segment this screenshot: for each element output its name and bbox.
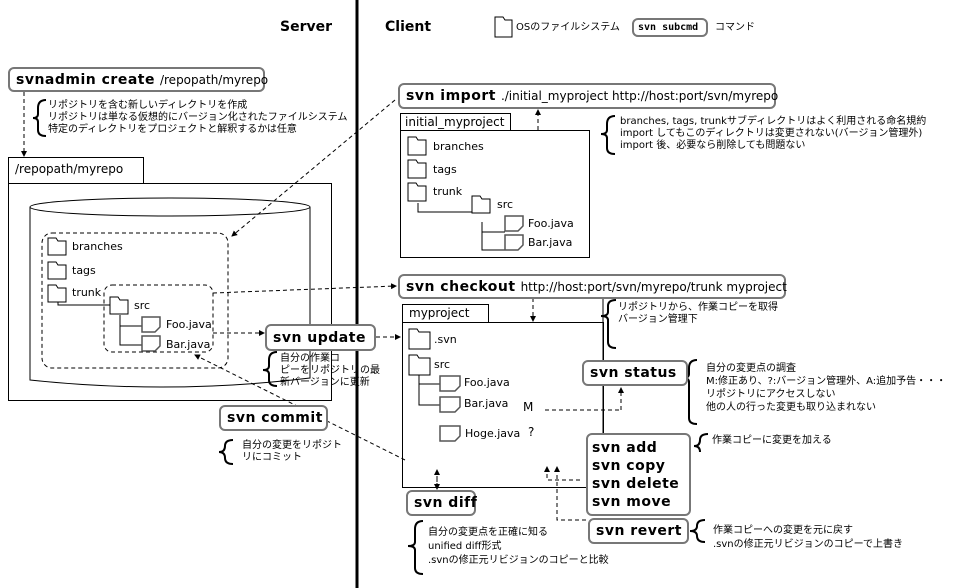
- repo-box: [8, 183, 332, 401]
- svn-commit-command: svn commit: [219, 405, 328, 431]
- svn-import-command: svn import./initial_myproject http://hos…: [398, 83, 778, 109]
- repo-trunk: trunk: [72, 286, 102, 299]
- repo-branches: branches: [72, 240, 123, 253]
- file-icons: [141, 215, 524, 442]
- svn-status-command: svn status: [582, 360, 688, 386]
- client-header: Client: [385, 19, 432, 35]
- import-trunk: trunk: [433, 185, 463, 198]
- repo-bar: Bar.java: [166, 338, 211, 351]
- create-notes: リポジトリを含む新しいディレクトリを作成リポジトリは単なる仮想的にバージョン化さ…: [48, 100, 348, 135]
- wc-bar: Bar.java: [464, 397, 509, 410]
- bar-status-m: M: [523, 400, 534, 414]
- legend-fs-label: OSのファイルシステム: [516, 22, 620, 33]
- update-notes: 自分の作業コピーをリポジトリの最新バージョンに更新: [280, 353, 380, 388]
- legend-cmd-sample: svn subcmd: [632, 18, 708, 37]
- wc-foo: Foo.java: [464, 376, 510, 389]
- svn-update-command: svn update: [265, 324, 376, 351]
- repository-cylinder: [29, 197, 311, 388]
- server-header: Server: [280, 19, 333, 35]
- checkout-notes: リポジトリから、作業コピーを取得バージョン管理下: [618, 302, 778, 325]
- import-branches: branches: [433, 140, 484, 153]
- repo-tags: tags: [72, 264, 96, 277]
- import-src: src: [497, 198, 514, 211]
- svn-diff-command: svn diff: [406, 490, 477, 516]
- import-bar: Bar.java: [528, 236, 573, 249]
- wc-hoge: Hoge.java: [465, 427, 521, 440]
- wc-svn: .svn: [434, 333, 457, 346]
- working-copy-box: [402, 322, 604, 488]
- folder-icons: [47, 16, 513, 376]
- import-notes: branches, tags, trunkサブディレクトリはよく利用される命名規…: [620, 116, 927, 151]
- working-copy-tab: myproject: [402, 304, 489, 323]
- import-foo: Foo.java: [528, 217, 574, 230]
- revert-notes: 作業コピーへの変更を元に戻す.svnの修正元リビジョンのコピーで上書き: [713, 525, 904, 550]
- legend-cmd-label: コマンド: [715, 22, 755, 33]
- repo-foo: Foo.java: [166, 318, 212, 331]
- modify-notes: 作業コピーに変更を加える: [712, 435, 832, 446]
- hoge-status-unversioned: ?: [528, 425, 535, 439]
- trunk-dashed-region: [41, 232, 229, 369]
- import-tags: tags: [433, 163, 457, 176]
- wc-src: src: [434, 358, 451, 371]
- initial-project-tab: initial_myproject: [400, 113, 511, 131]
- commit-notes: 自分の変更をリポジトリにコミット: [242, 440, 342, 463]
- svn-revert-command: svn revert: [588, 518, 689, 544]
- repo-tab: /repopath/myrepo: [8, 157, 144, 184]
- repo-src: src: [134, 299, 151, 312]
- svnadmin-create-command: svnadmin create/repopath/myrepo: [8, 67, 268, 92]
